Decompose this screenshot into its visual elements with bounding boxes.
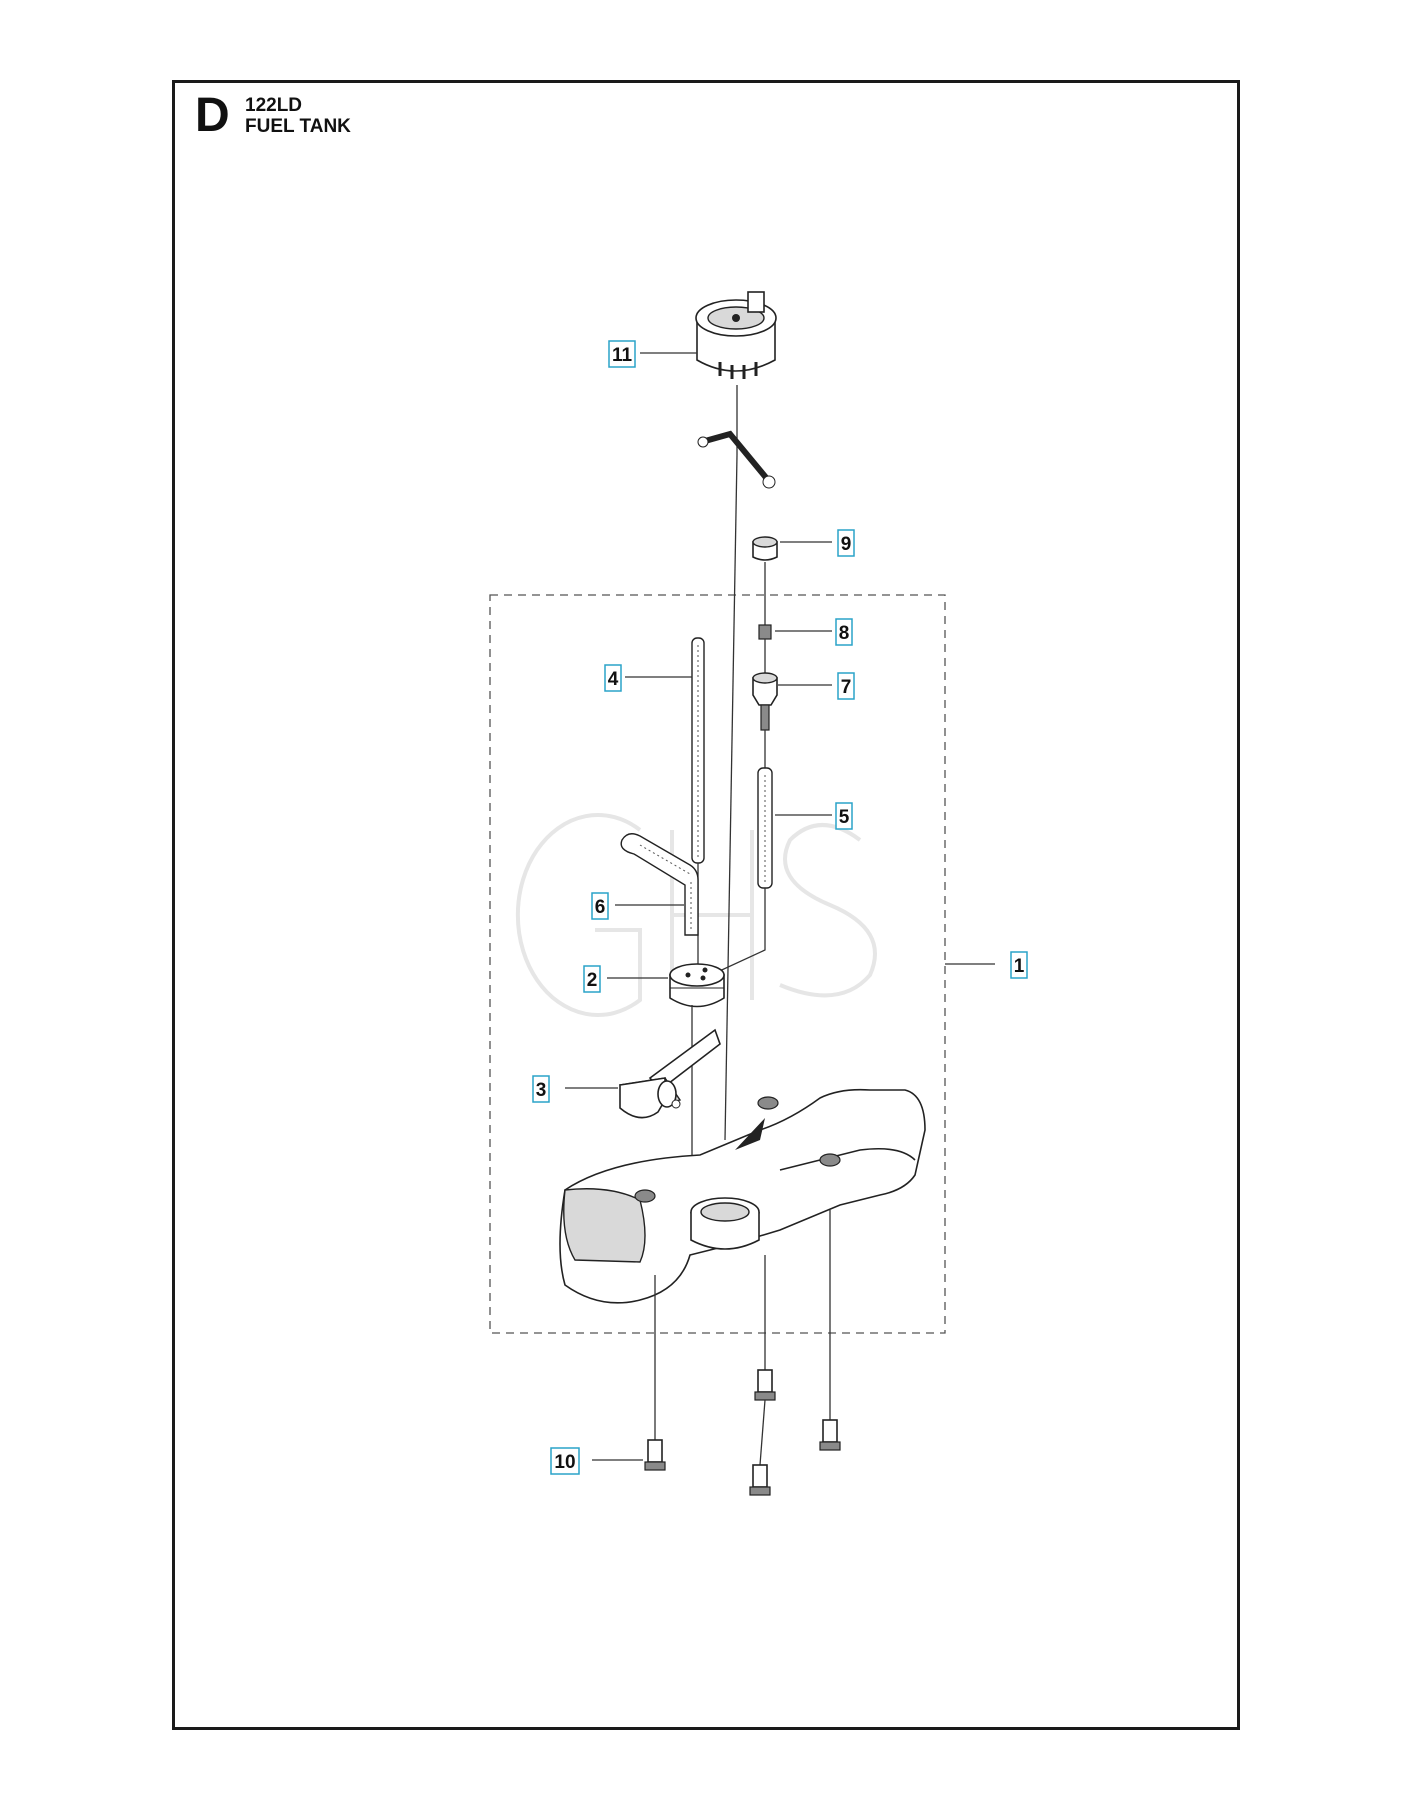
screw-icon-a <box>644 1275 666 1471</box>
vent-valve-icon <box>758 624 772 678</box>
callout-4[interactable]: 4 <box>604 664 622 692</box>
screw-icon-b <box>749 1255 776 1496</box>
callout-label-8: 8 <box>839 623 850 644</box>
callout-label-4: 4 <box>608 669 619 690</box>
assembly-boundary <box>489 594 946 1334</box>
callout-7[interactable]: 7 <box>837 672 855 700</box>
callout-9[interactable]: 9 <box>837 529 855 557</box>
callout-label-6: 6 <box>595 897 606 918</box>
screw-icon-c <box>819 1210 841 1451</box>
model-number: 122LD <box>245 95 303 116</box>
callout-3[interactable]: 3 <box>532 1075 550 1103</box>
callout-label-9: 9 <box>841 534 852 555</box>
callout-label-7: 7 <box>841 677 852 698</box>
cap-strap-icon <box>697 385 776 1141</box>
callout-label-3: 3 <box>536 1080 547 1101</box>
callout-label-1: 1 <box>1014 956 1025 977</box>
return-hose-icon <box>620 833 699 936</box>
callout-1[interactable]: 1 <box>1010 951 1028 979</box>
diagram-frame <box>172 80 1240 1730</box>
callout-6[interactable]: 6 <box>591 892 609 920</box>
callout-label-11: 11 <box>612 345 633 366</box>
callout-label-2: 2 <box>587 970 598 991</box>
leader-lines <box>565 352 995 1461</box>
ghs-logo-watermark-icon <box>515 813 877 1017</box>
fuel-tank-icon <box>559 1088 926 1304</box>
section-letter: D <box>195 89 230 142</box>
callout-label-5: 5 <box>839 807 850 828</box>
fuel-cap-icon <box>695 291 777 379</box>
tank-vent-icon <box>752 672 778 768</box>
callout-10[interactable]: 10 <box>550 1447 580 1475</box>
fuel-hose-icon <box>691 637 705 975</box>
callout-5[interactable]: 5 <box>835 802 853 830</box>
vent-cap-icon <box>752 536 778 625</box>
callout-2[interactable]: 2 <box>583 965 601 993</box>
callout-11[interactable]: 11 <box>608 340 636 368</box>
fuel-filter-icon <box>618 1028 721 1119</box>
fuel-hose-short-icon <box>699 767 773 981</box>
callout-label-10: 10 <box>554 1452 575 1473</box>
grommet-icon <box>669 963 725 1195</box>
diagram-title: FUEL TANK <box>245 116 351 137</box>
callout-8[interactable]: 8 <box>835 618 853 646</box>
